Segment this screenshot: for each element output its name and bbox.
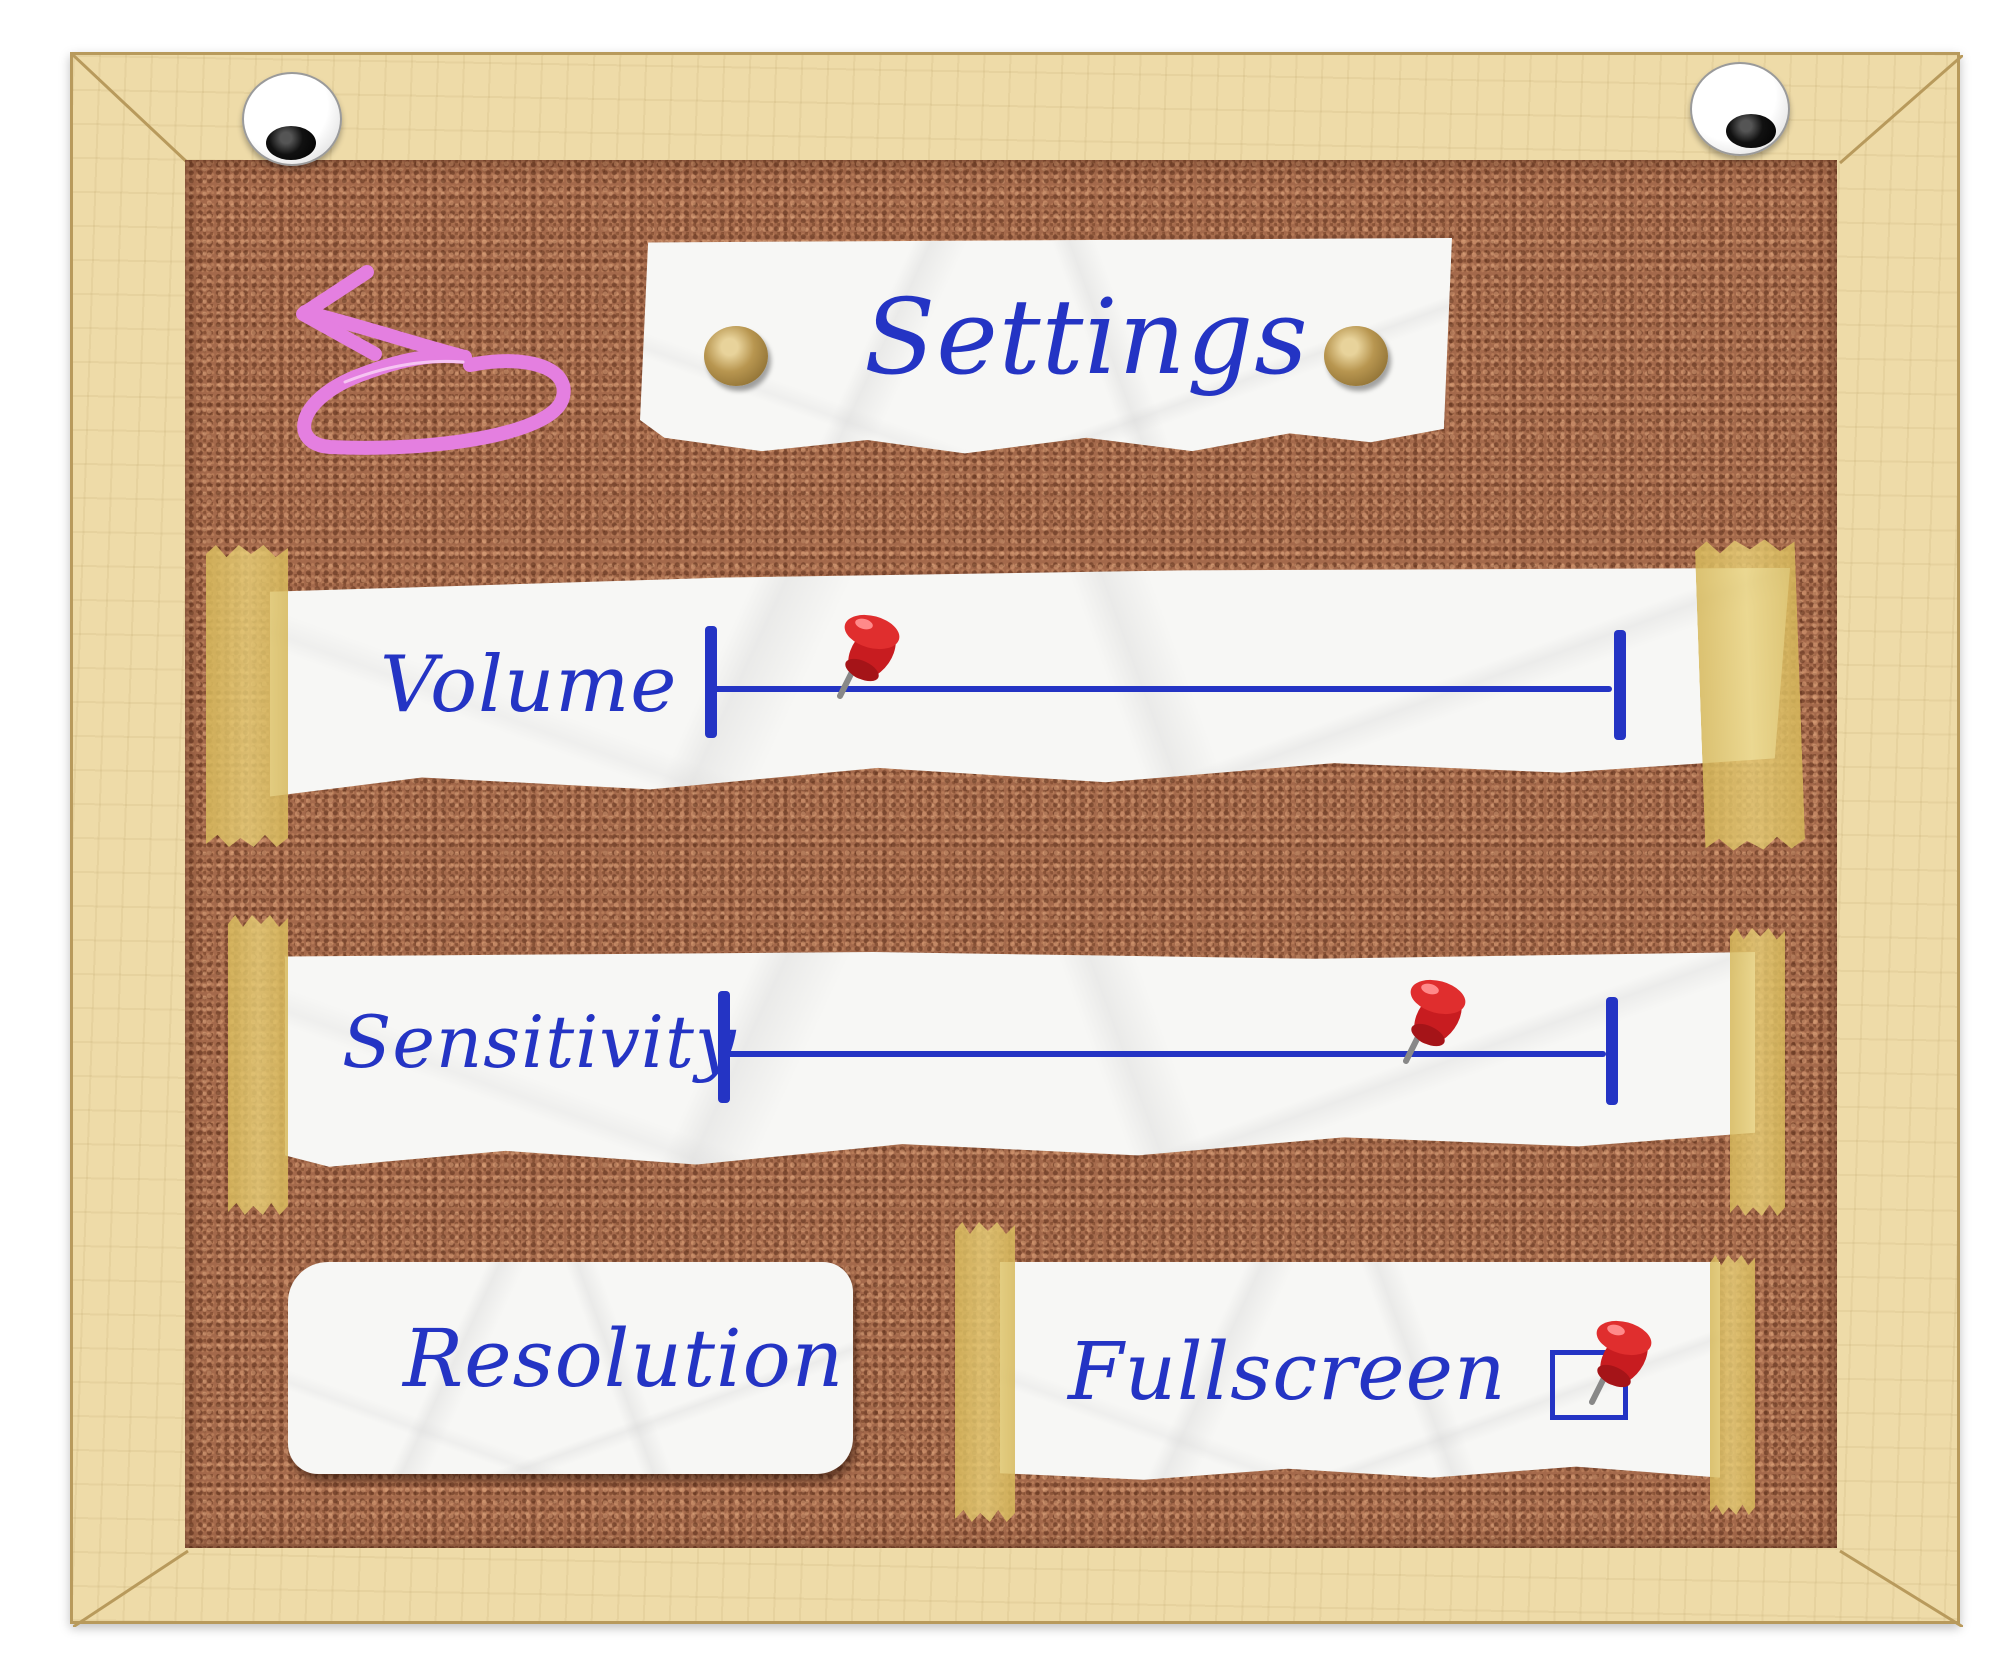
tape-fullscreen-right [1710,1255,1755,1515]
fullscreen-label: Fullscreen [1068,1325,1507,1418]
sensitivity-note [285,952,1755,1167]
back-button[interactable] [285,262,585,462]
sensitivity-slider-track [726,1051,1606,1057]
page-title: Settings [864,276,1309,398]
title-note [640,238,1452,454]
tape-volume-left [206,545,288,847]
volume-slider-end [1614,630,1626,740]
brass-tack-left-icon [704,326,768,386]
volume-slider-start [705,626,717,738]
volume-note [270,568,1790,797]
googly-eye-left-icon [242,72,342,166]
tape-volume-right [1695,538,1806,851]
volume-slider-thumb-pushpin-icon[interactable] [820,610,900,700]
volume-label: Volume [380,640,678,730]
sensitivity-slider-start [718,991,730,1103]
volume-slider[interactable] [700,614,1640,750]
resolution-button[interactable]: Resolution [288,1262,853,1474]
resolution-label: Resolution [403,1312,845,1405]
tape-fullscreen-left [955,1222,1015,1522]
tape-sensitivity-right [1730,928,1785,1216]
brass-tack-right-icon [1324,326,1388,386]
tape-sensitivity-left [228,915,288,1215]
sensitivity-label: Sensitivity [342,1000,737,1084]
back-arrow-icon [296,265,571,455]
volume-slider-track [712,686,1612,692]
sensitivity-slider-end [1606,997,1618,1105]
googly-eye-right-icon [1690,62,1790,156]
fullscreen-check-pushpin-icon [1589,1320,1652,1405]
sensitivity-slider[interactable] [710,979,1640,1115]
sensitivity-slider-thumb-pushpin-icon[interactable] [1386,975,1466,1065]
